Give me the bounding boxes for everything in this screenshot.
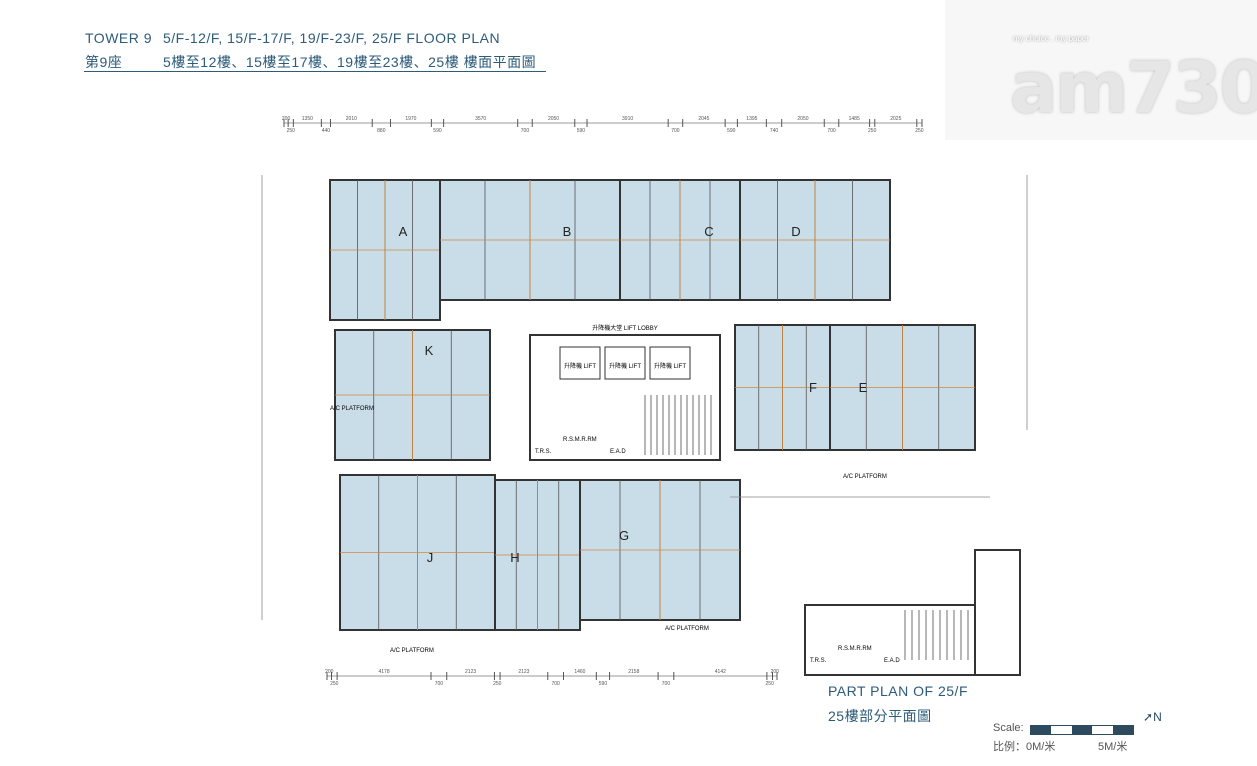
lift-1 bbox=[559, 346, 601, 380]
ac-platform-label: A/C PLATFORM bbox=[330, 406, 374, 412]
top-dimension-value: 250 bbox=[287, 128, 296, 134]
bottom-dimension-value: 590 bbox=[599, 681, 608, 687]
bottom-dimension-value: 250 bbox=[330, 681, 339, 687]
scale-end: 5M/米 bbox=[1098, 741, 1128, 753]
ac-platform-label: A/C PLATFORM bbox=[843, 474, 887, 480]
top-dimension-value: 250 bbox=[868, 128, 877, 134]
top-dimension-value: 3910 bbox=[622, 116, 633, 122]
part-plan-rsmr-label: R.S.M.R.RM bbox=[838, 646, 872, 652]
top-dimension-value: 590 bbox=[433, 128, 442, 134]
top-dimension-value: 440 bbox=[322, 128, 331, 134]
top-dimension-value: 2045 bbox=[698, 116, 709, 122]
bottom-dimension-value: 700 bbox=[435, 681, 444, 687]
bottom-dimension-value: 2123 bbox=[465, 669, 476, 675]
am730-logo: am730 bbox=[1010, 47, 1257, 129]
title-underline bbox=[84, 71, 546, 72]
unit-label-H: H bbox=[510, 550, 519, 565]
top-dimension-value: 880 bbox=[377, 128, 386, 134]
scale-label: Scale: bbox=[993, 722, 1024, 734]
unit-label-J: J bbox=[427, 550, 434, 565]
unit-label-D: D bbox=[791, 224, 800, 239]
top-dimension-value: 700 bbox=[521, 128, 530, 134]
unit-label-K: K bbox=[425, 343, 434, 358]
bottom-dimension-value: 200 bbox=[771, 669, 780, 675]
bottom-dimension-value: 1460 bbox=[574, 669, 585, 675]
logo-watermark-area bbox=[945, 0, 1257, 140]
top-dimension-value: 590 bbox=[727, 128, 736, 134]
top-dimension-value: 700 bbox=[827, 128, 836, 134]
part-plan-outline bbox=[804, 604, 976, 676]
top-dimension-value: 250 bbox=[915, 128, 924, 134]
bottom-dimension-value: 700 bbox=[551, 681, 560, 687]
scale-bar bbox=[1030, 725, 1134, 735]
top-dimension-value: 590 bbox=[577, 128, 586, 134]
top-dimension-value: 1395 bbox=[746, 116, 757, 122]
lift-label: 升降機 LIFT bbox=[609, 362, 641, 370]
top-dimension-value: 3570 bbox=[475, 116, 486, 122]
lift-3 bbox=[649, 346, 691, 380]
top-dimension-value: 2010 bbox=[346, 116, 357, 122]
unit-label-E: E bbox=[859, 380, 868, 395]
lift-label: 升降機 LIFT bbox=[654, 362, 686, 370]
bottom-dimension-value: 200 bbox=[325, 669, 334, 675]
top-dimension-value: 1350 bbox=[302, 116, 313, 122]
ac-platform-label: A/C PLATFORM bbox=[390, 648, 434, 654]
bottom-dimension-value: 700 bbox=[662, 681, 671, 687]
part-plan-corridor bbox=[974, 549, 1021, 676]
top-dimension-value: 700 bbox=[671, 128, 680, 134]
north-arrow-icon: ➚N bbox=[1143, 710, 1162, 724]
part-plan-trs-label: T.R.S. bbox=[810, 658, 827, 664]
trs-label: T.R.S. bbox=[535, 449, 552, 455]
bottom-dimension-value: 250 bbox=[493, 681, 502, 687]
rsmr-label: R.S.M.R.RM bbox=[563, 437, 597, 443]
ead-label: E.A.D bbox=[610, 449, 626, 455]
bottom-dimension-value: 250 bbox=[766, 681, 775, 687]
part-plan-ead-label: E.A.D bbox=[884, 658, 900, 664]
bottom-dimension-value: 2123 bbox=[518, 669, 529, 675]
top-dimension-value: 200 bbox=[282, 116, 291, 122]
unit-label-G: G bbox=[619, 528, 629, 543]
unit-label-B: B bbox=[563, 224, 572, 239]
bottom-dimension-value: 4142 bbox=[715, 669, 726, 675]
top-dimension-value: 2050 bbox=[548, 116, 559, 122]
top-dimension-value: 2050 bbox=[797, 116, 808, 122]
lift-lobby-label: 升降機大堂 LIFT LOBBY bbox=[592, 324, 658, 332]
lift-2 bbox=[604, 346, 646, 380]
top-dimension-value: 1970 bbox=[405, 116, 416, 122]
bottom-dimension-value: 2158 bbox=[628, 669, 639, 675]
part-plan-title-zh: 25樓部分平面圖 bbox=[828, 708, 932, 724]
top-dimension-value: 740 bbox=[770, 128, 779, 134]
top-dimension-value: 1485 bbox=[849, 116, 860, 122]
top-dimension-value: 2025 bbox=[890, 116, 901, 122]
lift-label: 升降機 LIFT bbox=[564, 362, 596, 370]
ac-platform-label: A/C PLATFORM bbox=[665, 626, 709, 632]
unit-label-F: F bbox=[809, 380, 817, 395]
logo-tagline: my choice . my paper bbox=[1013, 34, 1090, 43]
unit-label-A: A bbox=[399, 224, 408, 239]
unit-label-C: C bbox=[704, 224, 713, 239]
part-plan-title-en: PART PLAN OF 25/F bbox=[828, 683, 968, 699]
bottom-dimension-value: 4178 bbox=[378, 669, 389, 675]
scale-start: 比例：0M/米 bbox=[993, 741, 1056, 753]
